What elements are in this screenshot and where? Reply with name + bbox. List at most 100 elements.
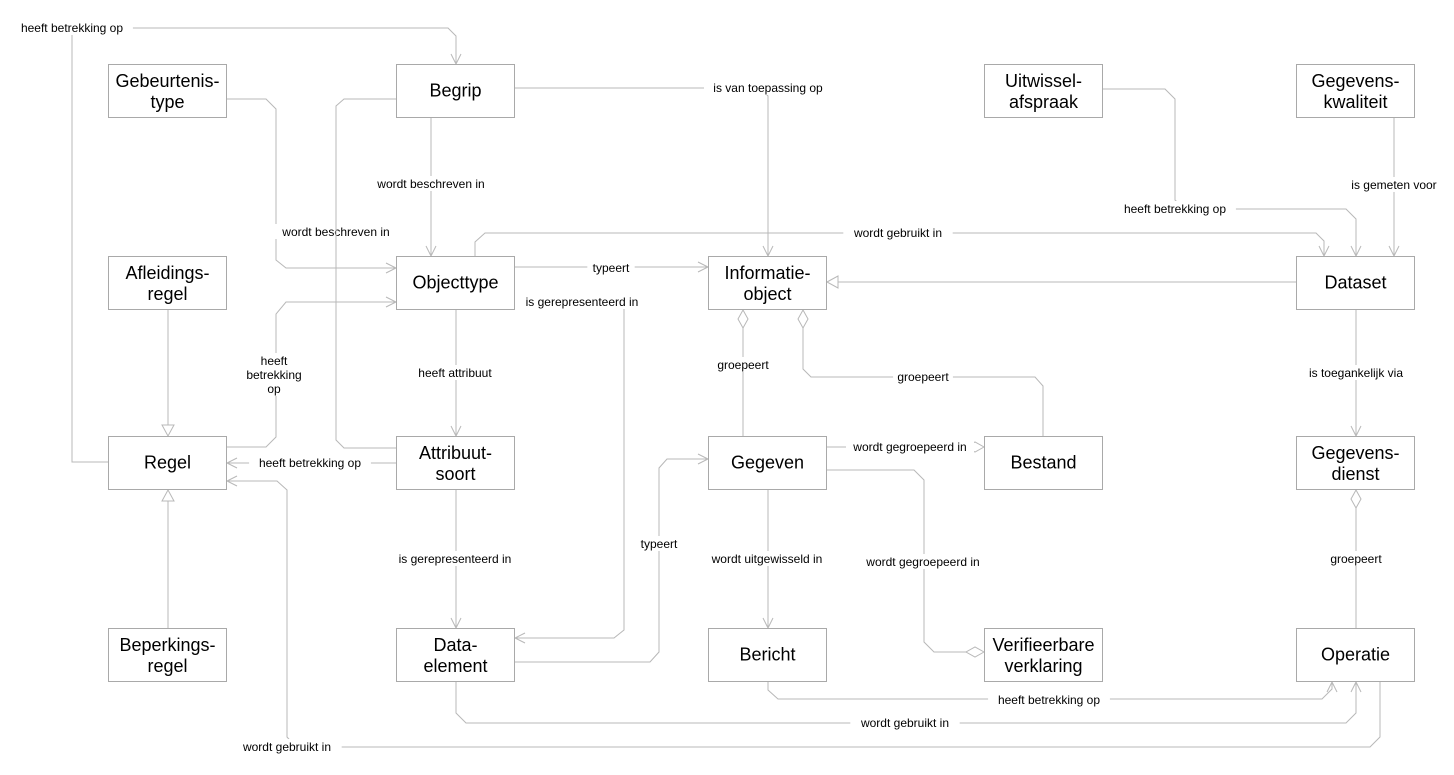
edge-regel-begrip: heeft betrekking op [11,20,462,463]
edge-label-background [1114,201,1236,216]
edge-label-text: wordt gebruikt in [860,716,949,730]
edge-bestand-informatieobject: groepeert [797,308,1044,436]
edge-label-text: op [267,382,281,396]
class-name-text: Objecttype [412,273,498,293]
aggregation-diamond-icon [737,308,749,330]
class-box-operatie[interactable]: Operatie [1296,628,1415,682]
class-box-beperkingsregel[interactable]: Beperkings-regel [108,628,227,682]
class-name-text: Dataset [1324,273,1386,293]
class-box-frame [984,64,1103,118]
edge-dataset-informatieobject [825,275,1296,289]
edge-objecttype-dataset: wordt gebruikt in [474,225,1330,258]
edge-label-background [256,353,292,368]
edge-label-background [893,369,953,384]
class-name-text: regel [147,656,187,676]
class-box-gegevenskwaliteit[interactable]: Gegevens-kwaliteit [1296,64,1415,118]
class-box-frame [396,64,515,118]
class-box-regel[interactable]: Regel [108,436,227,490]
edge-label-text: is toegankelijk via [1309,366,1403,380]
edge-label-background [406,365,504,380]
class-box-informatieobject[interactable]: Informatie-object [708,256,827,310]
edge-label-text: wordt gegroepeerd in [852,440,966,454]
edge-gegeven-bestand: wordt gegroepeerd in [827,439,986,454]
edge-gegeven-verifieerbareverklaring: wordt gegroepeerd in [827,469,987,658]
edge-dataelement-operatie: wordt gebruikt in [455,680,1362,730]
class-name-text: dienst [1331,464,1379,484]
class-name-text: Gebeurtenis- [115,71,219,91]
edge-label: is toegankelijk via [1295,365,1417,380]
class-name-text: Data- [433,635,477,655]
class-name-text: soort [435,464,475,484]
edge-label-text: wordt gebruikt in [242,740,331,754]
edge-label-text: typeert [641,537,678,551]
edge-label-background [704,80,832,95]
class-box-bericht[interactable]: Bericht [708,628,827,682]
edge-label-background [11,20,133,35]
edge-label: wordt gebruikt in [850,715,960,730]
aggregation-diamond-icon [964,646,986,658]
edge-label-background [232,739,342,754]
class-name-text: Bestand [1010,453,1076,473]
edge-label-text: heeft betrekking op [259,456,361,470]
class-box-frame [1296,64,1415,118]
edge-label-text: is gerepresenteerd in [526,295,639,309]
class-name-text: element [423,656,487,676]
class-box-frame [1296,256,1415,310]
edge-label: heeft betrekking op [1114,201,1236,216]
class-name-text: Afleidings- [125,263,209,283]
edge-label-text: heeft betrekking op [1124,202,1226,216]
class-box-bestand[interactable]: Bestand [984,436,1103,490]
edge-gegeven-informatieobject: groepeert [713,308,773,436]
class-box-frame [708,256,827,310]
edge-label-text: groepeert [897,370,949,384]
edge-label-background [988,692,1110,707]
edge-attribuutsoort-begrip [335,98,396,449]
connector-line [515,458,708,663]
class-name-text: regel [147,284,187,304]
class-box-dataelement[interactable]: Data-element [396,628,515,682]
class-box-gegeven[interactable]: Gegeven [708,436,827,490]
class-box-afleidingsregel[interactable]: Afleidings-regel [108,256,227,310]
class-box-gebeurtenistype[interactable]: Gebeurtenis-type [108,64,227,118]
edge-label: heeft betrekking op [11,20,133,35]
edge-label: groepeert [893,369,953,384]
class-box-begrip[interactable]: Begrip [396,64,515,118]
edge-label-text: wordt uitgewisseld in [711,552,823,566]
class-box-objecttype[interactable]: Objecttype [396,256,515,310]
class-name-text: verklaring [1004,656,1082,676]
edge-label: groepeert [713,357,773,372]
connector-line [227,480,1381,748]
edge-gegeven-bericht: wordt uitgewisseld in [699,490,835,630]
edge-label-background [1295,365,1417,380]
edge-label-background [859,554,987,569]
edge-bericht-operatie: heeft betrekking op [767,680,1338,707]
edge-label: is gemeten voor [1345,177,1443,192]
class-box-dataset[interactable]: Dataset [1296,256,1415,310]
edge-label: wordt gebruikt in [843,225,953,240]
edge-label-background [635,536,683,551]
edge-label-text: betrekking [246,368,301,382]
edge-label-background [843,225,953,240]
connector-line [515,87,769,256]
class-box-attribuutsoort[interactable]: Attribuut-soort [396,436,515,490]
class-box-uitwisselafspraak[interactable]: Uitwissel-afspraak [984,64,1103,118]
edge-label: groepeert [1326,551,1386,566]
class-box-frame [108,64,227,118]
class-box-gegevensdienst[interactable]: Gegevens-dienst [1296,436,1415,490]
edge-label-text: heeft [261,354,288,368]
connector-line [71,27,457,463]
class-name-text: Verifieerbare [992,635,1094,655]
class-box-frame [396,628,515,682]
edge-label-background [846,439,974,454]
edge-attribuutsoort-regel: heeft betrekking op [225,455,396,470]
edge-label-text: wordt beschreven in [376,177,484,191]
connector-line [335,98,396,449]
edge-operatie-gegevensdienst: groepeert [1326,488,1386,628]
class-box-frame [1296,436,1415,490]
class-name-text: Operatie [1321,645,1390,665]
edge-label-text: heeft betrekking op [998,693,1100,707]
edge-beperkingsregel-regel [161,488,175,628]
